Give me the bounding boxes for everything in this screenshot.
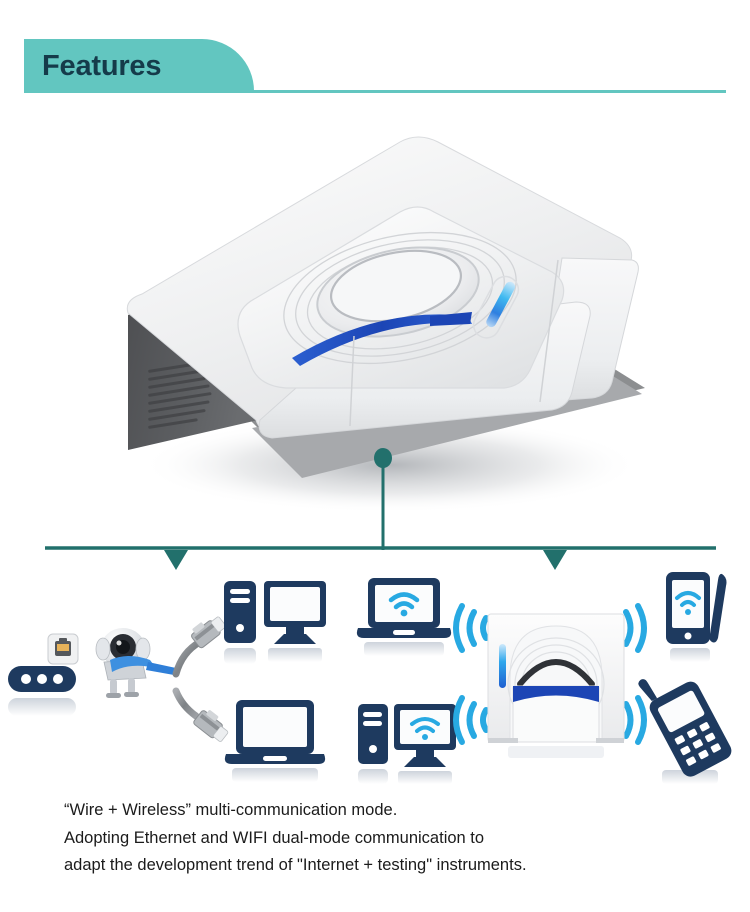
connector-marker-left [164,550,188,570]
smartphone-wifi-icon [666,572,727,662]
rj45-port-icon [47,633,79,665]
connector-marker-right [543,550,567,570]
caption-line-1: “Wire + Wireless” multi-communication mo… [64,801,398,819]
instrument-front-icon [487,613,625,758]
wifi-arc-lower-left [453,695,489,745]
connector-graphic [0,440,750,570]
ethernet-cable-lower-icon [172,687,229,742]
connector-dot [374,448,392,468]
page-title: Features [42,50,162,82]
network-topology-diagram [0,556,750,791]
caption-line-2: Adopting Ethernet and WIFI dual-mode com… [64,828,485,847]
feature-caption: “Wire + Wireless” multi-communication mo… [64,797,724,880]
robot-mascot-icon [95,628,176,698]
hero-seam-right [539,259,559,403]
product-hero-image [100,120,660,510]
header-divider [24,90,726,93]
feature-phone-reflection [662,770,718,784]
wifi-arc-upper-left [453,603,489,653]
desktop-computer-wired-icon [224,581,326,664]
laptop-wifi-icon [356,578,452,656]
feature-phone-wifi-icon [638,679,732,777]
network-switch-icon [8,666,76,716]
desktop-computer-wifi-icon [358,704,456,784]
hero-led-housing [472,275,520,339]
hero-led-bar [486,281,516,328]
hero-blue-accent-edge [430,312,472,326]
page-header: Features [0,0,750,100]
wifi-glyph-phone [675,591,701,607]
wifi-glyph-desktop [410,717,440,733]
hero-seam-front [349,335,355,427]
header-tab-shape [24,39,254,92]
hero-vents [148,363,212,429]
laptop-wired-icon [224,700,326,782]
ethernet-cable-upper-icon [172,616,227,678]
caption-line-3: adapt the development trend of "Internet… [64,856,527,874]
wifi-glyph-laptop [388,592,420,610]
